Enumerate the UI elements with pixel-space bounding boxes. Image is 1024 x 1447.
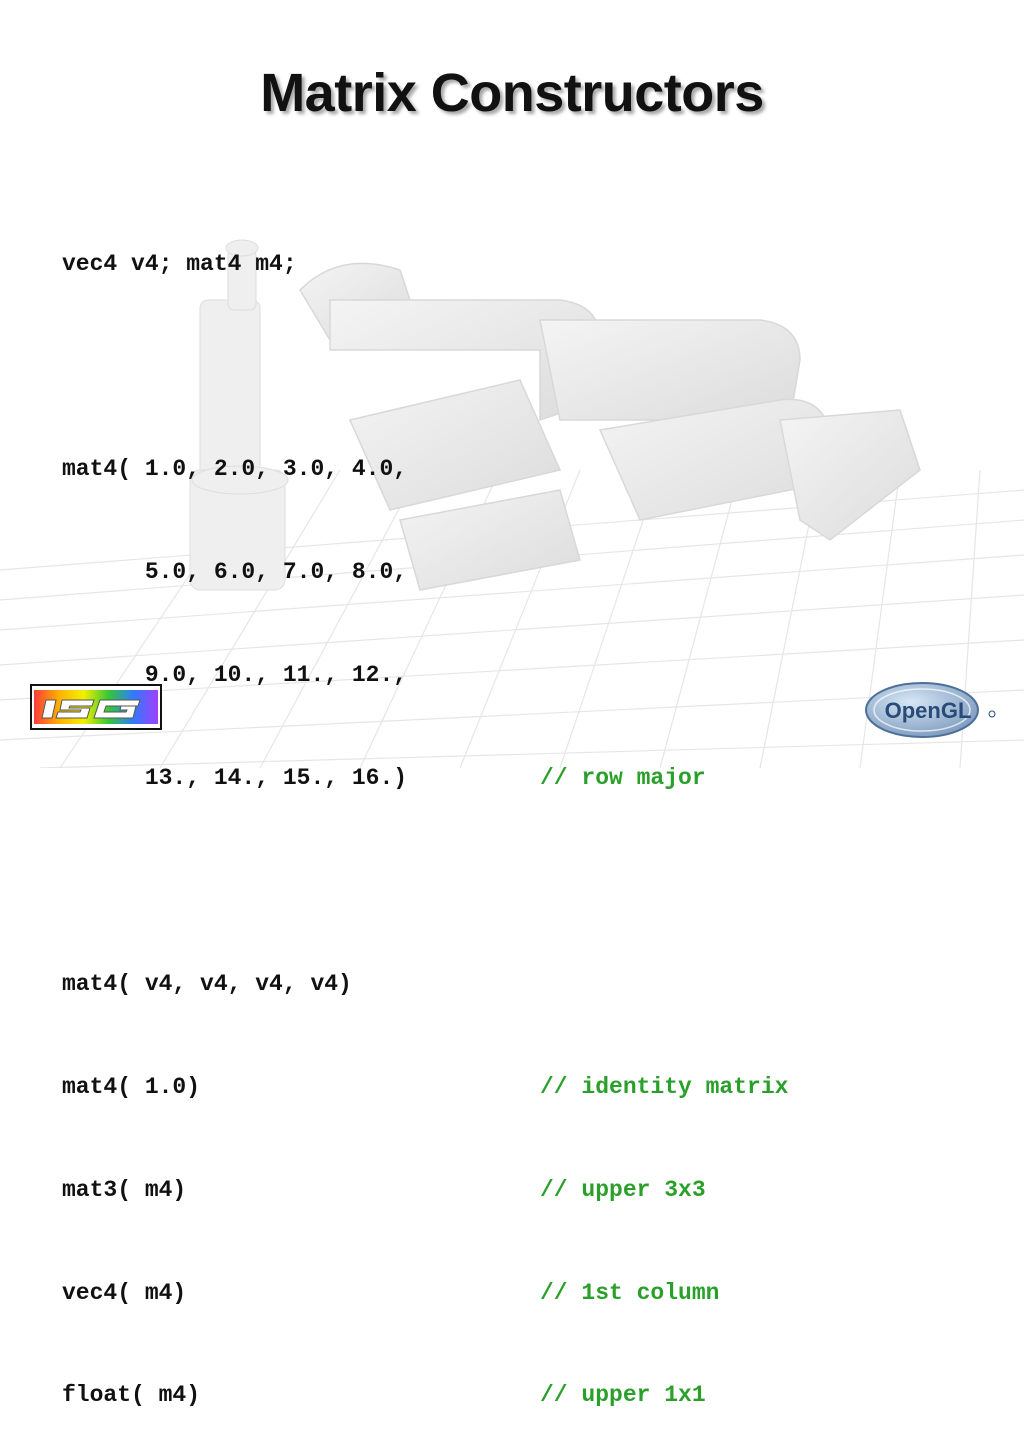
isg-logo — [30, 684, 162, 730]
code-comment: // identity matrix — [540, 1073, 789, 1100]
code-block: vec4 v4; mat4 m4; mat4( 1.0, 2.0, 3.0, 4… — [62, 178, 788, 1447]
code-text: 13., 14., 15., 16.) — [62, 765, 408, 792]
isg-logo-graphic — [34, 690, 158, 724]
code-line: vec4 v4; mat4 m4; — [62, 247, 407, 281]
code-text: vec4( m4) — [62, 1279, 187, 1306]
code-text: mat4( 1.0, 2.0, 3.0, 4.0, — [62, 456, 408, 483]
opengl-logo: OpenGL — [862, 680, 998, 740]
code-text: 9.0, 10., 11., 12., — [62, 662, 408, 689]
code-line: mat4( 1.0, 2.0, 3.0, 4.0, — [62, 452, 407, 486]
code-text: mat4( 1.0) — [62, 1073, 201, 1100]
code-line: float( m4) // upper 1x1 — [62, 1378, 706, 1412]
code-comment: // row major — [540, 765, 706, 792]
opengl-logo-graphic: OpenGL — [865, 682, 996, 738]
code-line — [62, 349, 407, 383]
code-line: mat4( v4, v4, v4, v4) — [62, 967, 407, 1001]
code-text: mat3( m4) — [62, 1176, 187, 1203]
code-comment: // upper 3x3 — [540, 1176, 706, 1203]
code-line — [62, 864, 407, 898]
code-text: float( m4) — [62, 1382, 201, 1409]
slide-title: Matrix Constructors — [260, 63, 764, 123]
code-line: 13., 14., 15., 16.) // row major — [62, 761, 706, 795]
background-3d-scene — [0, 239, 1024, 768]
opengl-logo-text: OpenGL — [885, 698, 972, 723]
code-line: 5.0, 6.0, 7.0, 8.0, — [62, 555, 407, 589]
code-comment: // 1st column — [540, 1279, 720, 1306]
code-line: mat3( m4) // upper 3x3 — [62, 1173, 706, 1207]
code-text: 5.0, 6.0, 7.0, 8.0, — [62, 559, 408, 586]
code-comment: // upper 1x1 — [540, 1382, 706, 1409]
code-line: vec4( m4) // 1st column — [62, 1276, 719, 1310]
code-line: 9.0, 10., 11., 12., — [62, 658, 407, 692]
code-line: mat4( 1.0) // identity matrix — [62, 1070, 788, 1104]
code-text: vec4 v4; mat4 m4; — [62, 250, 297, 277]
code-text: mat4( v4, v4, v4, v4) — [62, 970, 352, 997]
